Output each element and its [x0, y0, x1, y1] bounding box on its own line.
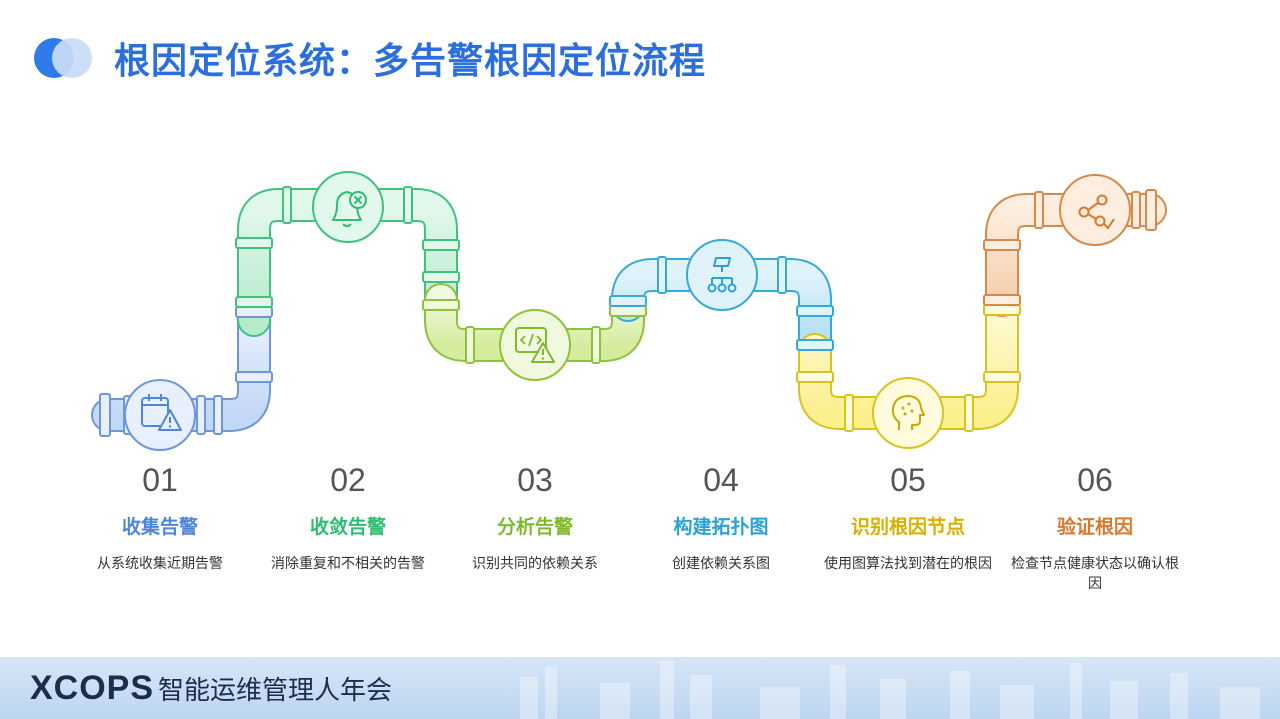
- step-number: 03: [517, 462, 553, 498]
- step-description: 从系统收集近期告警: [97, 556, 223, 572]
- step-3: 03 分析告警 识别共同的依赖关系: [440, 458, 630, 574]
- brand-logo: XCOPS 智能运维管理人年会: [30, 669, 392, 708]
- step-description: 创建依赖关系图: [672, 556, 770, 572]
- brand-name: XCOPS: [30, 669, 155, 707]
- share-check-icon: [1059, 174, 1131, 246]
- step-description: 使用图算法找到潜在的根因: [824, 556, 992, 572]
- step-4: 04 构建拓扑图 创建依赖关系图: [626, 458, 816, 574]
- header: 根因定位系统：多告警根因定位流程: [30, 28, 706, 88]
- code-warning-icon: [499, 309, 571, 381]
- step-5: 05 识别根因节点 使用图算法找到潜在的根因: [813, 458, 1003, 574]
- skyline-decoration: [520, 661, 1260, 719]
- step-number: 05: [890, 462, 926, 498]
- pipeline-diagram: [91, 171, 1167, 451]
- step-title: 构建拓扑图: [673, 516, 769, 538]
- step-title: 验证根因: [1056, 516, 1133, 538]
- logo-dots-icon: [30, 36, 100, 80]
- brand-subtitle: 智能运维管理人年会: [158, 676, 393, 706]
- step-number: 06: [1077, 462, 1113, 498]
- step-title: 收敛告警: [309, 516, 386, 538]
- step-description: 消除重复和不相关的告警: [271, 556, 425, 572]
- step-description: 识别共同的依赖关系: [472, 556, 598, 572]
- step-title: 识别根因节点: [850, 516, 965, 538]
- topology-icon: [686, 239, 758, 311]
- step-title: 收集告警: [121, 516, 198, 538]
- page-title: 根因定位系统：多告警根因定位流程: [114, 41, 707, 82]
- step-title: 分析告警: [496, 516, 573, 538]
- calendar-warning-icon: [124, 379, 196, 451]
- step-number: 01: [142, 462, 178, 498]
- bell-off-icon: [312, 171, 384, 243]
- step-6: 06 验证根因 检查节点健康状态以确认根因: [1000, 458, 1190, 594]
- step-2: 02 收敛告警 消除重复和不相关的告警: [253, 458, 443, 574]
- step-number: 02: [330, 462, 366, 498]
- step-number: 04: [703, 462, 739, 498]
- step-1: 01 收集告警 从系统收集近期告警: [65, 458, 255, 574]
- footer-banner: XCOPS 智能运维管理人年会: [0, 657, 1280, 719]
- step-description: 检查节点健康状态以确认根因: [1011, 556, 1179, 592]
- head-brain-icon: [872, 377, 944, 449]
